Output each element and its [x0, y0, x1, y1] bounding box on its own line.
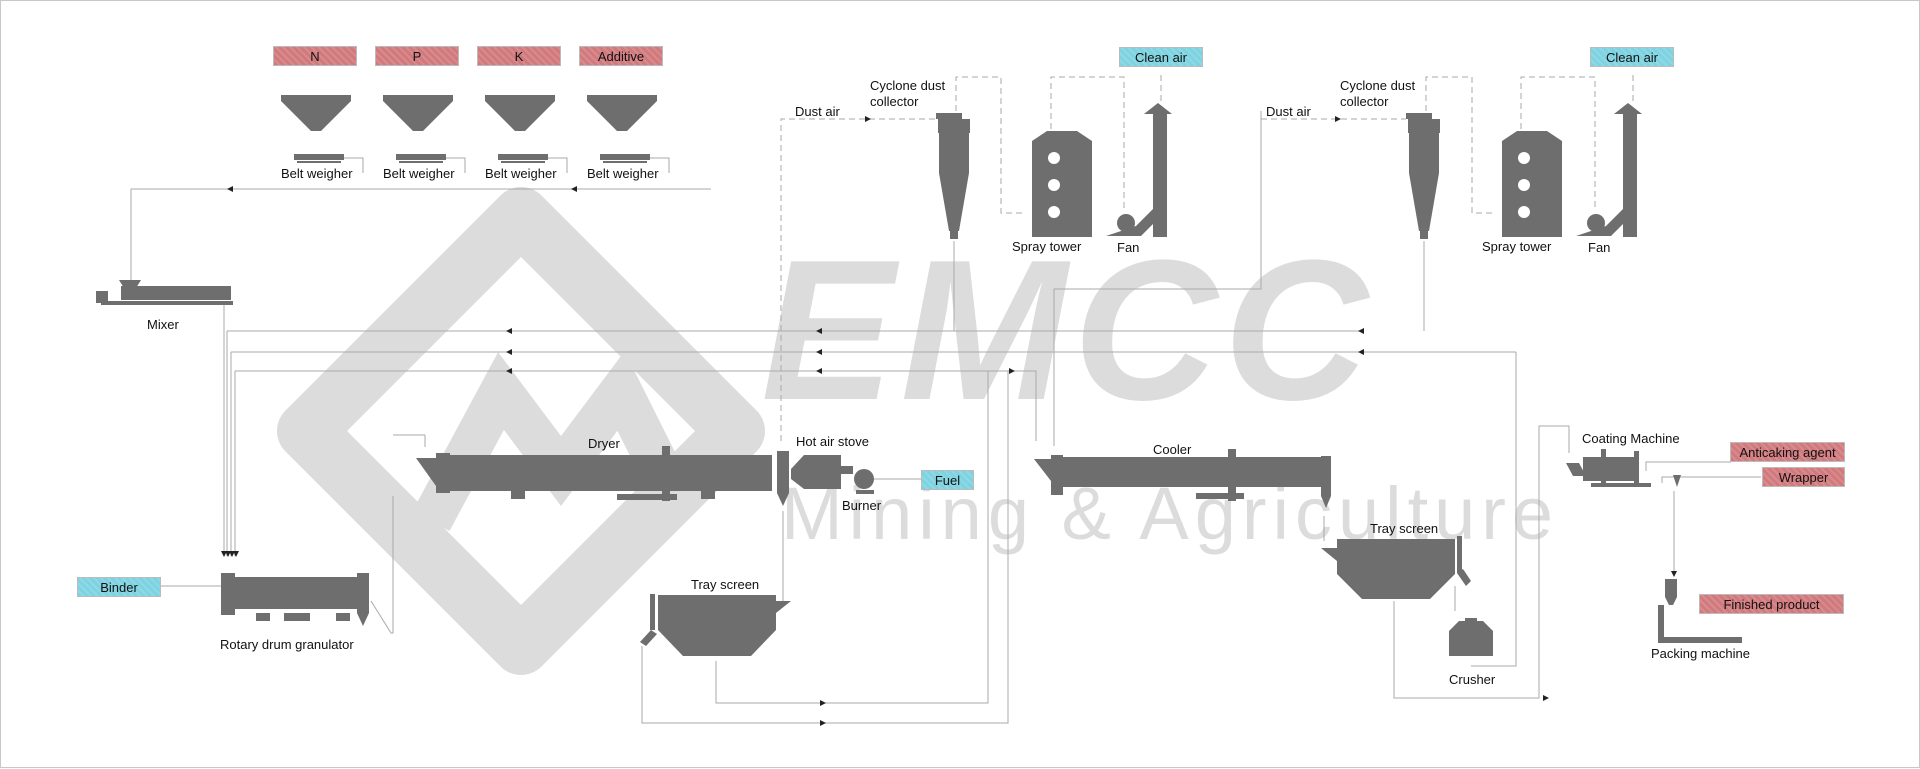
dryer-label: Dryer	[588, 436, 620, 451]
fan-2-label: Fan	[1588, 240, 1611, 255]
binder-input: Binder	[77, 577, 161, 597]
raw-material-p: P	[375, 46, 459, 66]
rotary-drum-granulator-icon	[221, 573, 369, 626]
tray-screen-2-label: Tray screen	[1370, 521, 1439, 536]
burner-label: Burner	[842, 498, 882, 513]
mixer-label: Mixer	[147, 317, 179, 332]
packing-machine-label: Packing machine	[1651, 646, 1750, 661]
cooler-icon	[1034, 449, 1331, 508]
raw-material-n: N	[273, 46, 357, 66]
clean-air-2: Clean air	[1590, 47, 1674, 67]
fan-1-icon	[1106, 206, 1161, 236]
hopper-p-icon	[383, 95, 453, 131]
exhaust-stack-1-icon	[1144, 103, 1172, 237]
dust-air-1-label: Dust air	[795, 104, 840, 119]
mixer-icon	[96, 280, 233, 305]
dust-air-2-label: Dust air	[1266, 104, 1311, 119]
crusher-label: Crusher	[1449, 672, 1496, 687]
cooler-label: Cooler	[1153, 442, 1192, 457]
cyclone-2-label-line1: Cyclone dust	[1340, 78, 1416, 93]
fan-1-label: Fan	[1117, 240, 1140, 255]
coating-machine-label: Coating Machine	[1582, 431, 1680, 446]
spray-tower-1-icon	[1032, 131, 1092, 237]
finished-product-output: Finished product	[1699, 594, 1844, 614]
belt-weigher-label: Belt weigher	[587, 166, 659, 181]
hopper-n-icon	[281, 95, 351, 131]
coating-machine-icon	[1566, 449, 1681, 487]
spray-tower-1-label: Spray tower	[1012, 239, 1082, 254]
hopper-k-icon	[485, 95, 555, 131]
fuel-input: Fuel	[921, 470, 974, 490]
tray-screen-1-icon	[640, 594, 791, 656]
packing-machine-icon	[1658, 579, 1742, 643]
crusher-icon	[1449, 618, 1493, 656]
hopper-additive-icon	[587, 95, 657, 131]
anticaking-agent-input: Anticaking agent	[1730, 442, 1845, 462]
tray-screen-2-icon	[1321, 536, 1471, 599]
granulator-label: Rotary drum granulator	[220, 637, 354, 652]
exhaust-stack-2-icon	[1614, 103, 1642, 237]
belt-weigher-label: Belt weigher	[485, 166, 557, 181]
belt-weigher-label: Belt weigher	[281, 166, 353, 181]
spray-tower-2-icon	[1502, 131, 1562, 237]
hot-air-stove-label: Hot air stove	[796, 434, 869, 449]
fan-2-icon	[1576, 206, 1631, 236]
spray-tower-2-label: Spray tower	[1482, 239, 1552, 254]
cyclone-dust-collector-2-icon	[1406, 113, 1440, 239]
watermark-logo-icon	[277, 187, 765, 675]
raw-material-additive: Additive	[579, 46, 663, 66]
belt-weigher-label: Belt weigher	[383, 166, 455, 181]
clean-air-1: Clean air	[1119, 47, 1203, 67]
cyclone-2-label-line2: collector	[1340, 94, 1389, 109]
cyclone-dust-collector-1-icon	[936, 113, 970, 239]
wrapper-input: Wrapper	[1762, 467, 1845, 487]
tray-screen-1-label: Tray screen	[691, 577, 760, 592]
hot-air-stove-icon	[791, 455, 874, 494]
cyclone-1-label-line2: collector	[870, 94, 919, 109]
raw-material-k: K	[477, 46, 561, 66]
dryer-icon	[416, 446, 789, 506]
cyclone-1-label-line1: Cyclone dust	[870, 78, 946, 93]
